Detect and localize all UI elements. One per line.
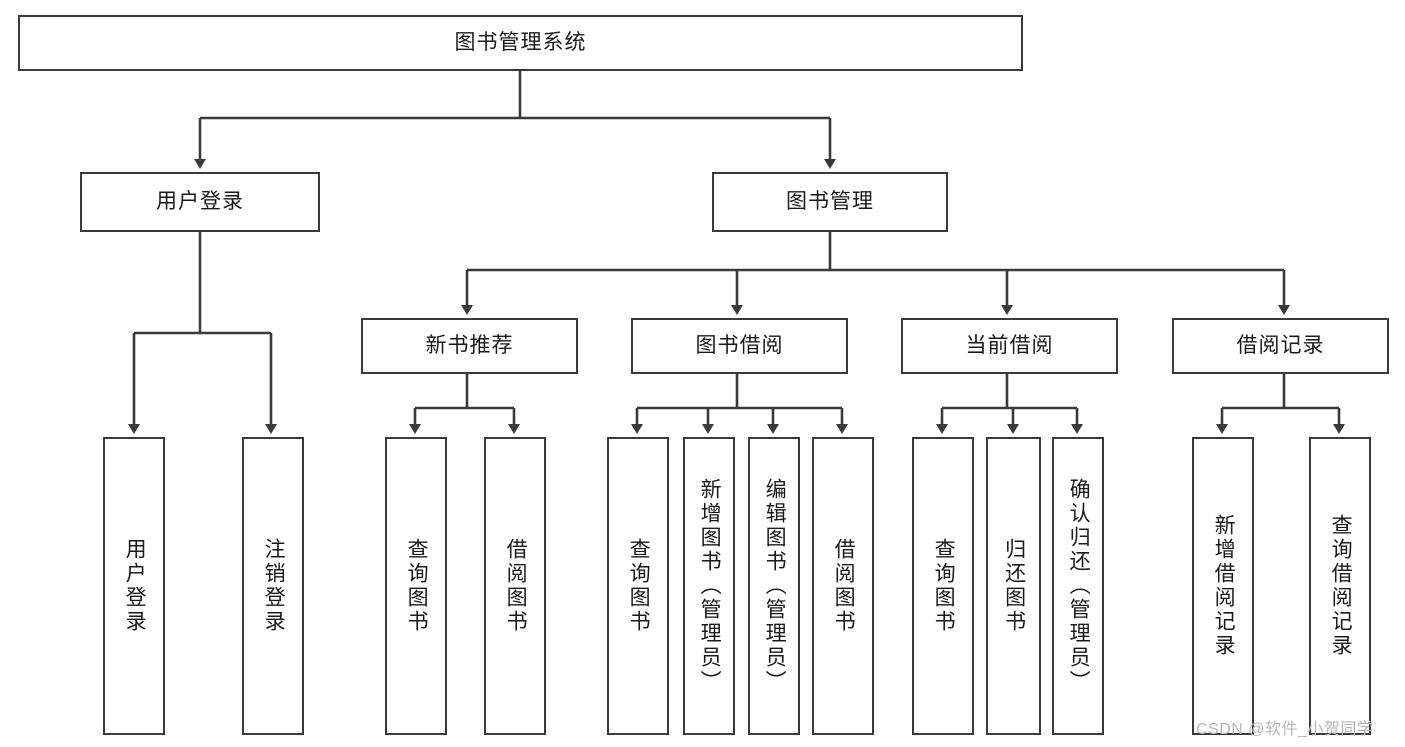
- leaf-borrow-book-1[interactable]: 借阅图书: [484, 437, 546, 735]
- leaf-user-login-label: 用户登录: [123, 538, 147, 634]
- node-root-label: 图书管理系统: [454, 31, 587, 55]
- leaf-query-borrow-record[interactable]: 查询借阅记录: [1309, 437, 1371, 735]
- leaf-edit-book[interactable]: 编辑图书（管理员）: [748, 437, 800, 735]
- leaf-query-book-2-label: 查询图书: [627, 538, 651, 634]
- leaf-confirm-return-label: 确认归还（管理员）: [1067, 478, 1091, 694]
- leaf-add-book[interactable]: 新增图书（管理员）: [683, 437, 735, 735]
- leaf-user-login[interactable]: 用户登录: [103, 437, 165, 735]
- leaf-user-logout[interactable]: 注销登录: [242, 437, 304, 735]
- leaf-borrow-book-1-label: 借阅图书: [504, 538, 528, 634]
- leaf-user-logout-label: 注销登录: [262, 538, 286, 634]
- leaf-confirm-return[interactable]: 确认归还（管理员）: [1052, 437, 1104, 735]
- node-root[interactable]: 图书管理系统: [18, 15, 1023, 71]
- node-book-manage-label: 图书管理: [786, 190, 874, 214]
- node-borrow-record-label: 借阅记录: [1236, 334, 1325, 358]
- leaf-return-book[interactable]: 归还图书: [986, 437, 1041, 735]
- node-current-borrow-label: 当前借阅: [965, 334, 1054, 358]
- node-new-book-recommend-label: 新书推荐: [425, 334, 514, 358]
- node-new-book-recommend[interactable]: 新书推荐: [361, 318, 578, 374]
- leaf-query-book-2[interactable]: 查询图书: [607, 437, 669, 735]
- leaf-query-book-1-label: 查询图书: [405, 538, 429, 634]
- node-current-borrow[interactable]: 当前借阅: [901, 318, 1118, 374]
- leaf-query-book-3-label: 查询图书: [932, 538, 956, 634]
- node-user-login-label: 用户登录: [156, 190, 244, 214]
- node-borrow-record[interactable]: 借阅记录: [1172, 318, 1389, 374]
- leaf-add-book-label: 新增图书（管理员）: [698, 478, 722, 694]
- leaf-query-borrow-record-label: 查询借阅记录: [1329, 514, 1353, 658]
- leaf-return-book-label: 归还图书: [1002, 538, 1026, 634]
- leaf-borrow-book-2[interactable]: 借阅图书: [812, 437, 874, 735]
- node-user-login[interactable]: 用户登录: [80, 172, 320, 232]
- leaf-add-borrow-record[interactable]: 新增借阅记录: [1192, 437, 1254, 735]
- leaf-edit-book-label: 编辑图书（管理员）: [763, 478, 787, 694]
- node-book-borrow[interactable]: 图书借阅: [631, 318, 848, 374]
- leaf-add-borrow-record-label: 新增借阅记录: [1212, 514, 1236, 658]
- csdn-watermark: CSDN @软件_小贺同学: [1196, 721, 1374, 738]
- node-book-borrow-label: 图书借阅: [695, 334, 784, 358]
- leaf-query-book-3[interactable]: 查询图书: [912, 437, 974, 735]
- leaf-borrow-book-2-label: 借阅图书: [832, 538, 856, 634]
- node-book-manage[interactable]: 图书管理: [712, 172, 948, 232]
- leaf-query-book-1[interactable]: 查询图书: [385, 437, 447, 735]
